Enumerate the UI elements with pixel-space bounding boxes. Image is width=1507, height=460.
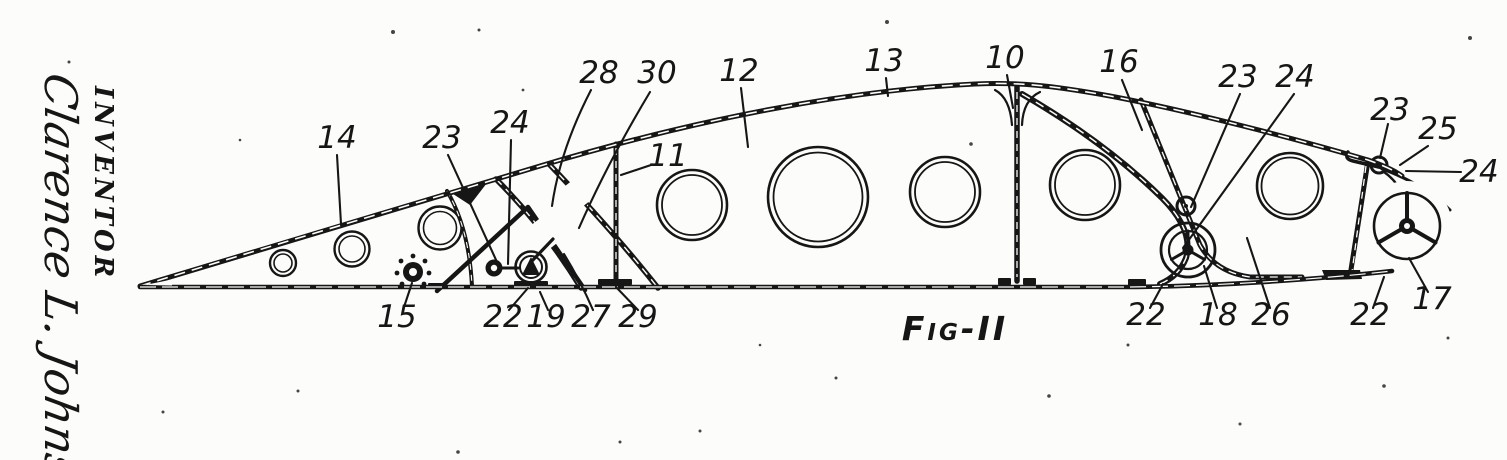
actuator-rod xyxy=(529,237,555,264)
callout-labels: 14 23 24 28 30 12 13 10 16 11 23 24 23 2… xyxy=(317,40,1498,335)
callout-25: 25 xyxy=(1418,111,1457,147)
callout-23-mid: 23 xyxy=(1218,59,1257,95)
figure-label: Fig-II xyxy=(902,309,1008,348)
leader-22-c xyxy=(1371,275,1386,310)
pulley-19 xyxy=(514,250,548,284)
leader-23-left xyxy=(446,153,499,264)
callout-11: 11 xyxy=(648,138,687,174)
callout-15: 15 xyxy=(377,299,416,335)
leader-27 xyxy=(562,252,595,312)
callout-27: 27 xyxy=(571,299,611,335)
leader-29 xyxy=(614,285,640,312)
leader-26 xyxy=(1245,236,1272,310)
callout-24-right: 24 xyxy=(1459,154,1498,190)
callout-12: 12 xyxy=(719,53,758,89)
pulley-18 xyxy=(1159,221,1217,279)
lightening-hole xyxy=(268,248,298,278)
leader-25 xyxy=(1398,144,1430,167)
lightening-hole xyxy=(908,155,982,229)
leader-24-right xyxy=(1404,169,1463,174)
leader-22-b xyxy=(1148,282,1165,310)
roller-22 xyxy=(485,259,503,277)
callout-23-left: 23 xyxy=(422,120,461,156)
callout-13: 13 xyxy=(864,43,903,79)
spar-10-fillet xyxy=(1020,90,1042,127)
leader-12 xyxy=(739,86,750,149)
bottom-clip xyxy=(1128,279,1146,286)
leader-28 xyxy=(550,88,593,208)
callout-26: 26 xyxy=(1251,297,1290,333)
wing-body-fill xyxy=(140,83,1402,288)
lightening-hole xyxy=(1048,148,1122,222)
spar-10-fillet xyxy=(993,88,1014,127)
actuator-box xyxy=(519,177,593,258)
callout-19: 19 xyxy=(526,299,565,335)
leader-16 xyxy=(1120,78,1144,132)
leader-24-mid xyxy=(1181,92,1296,250)
lightening-hole xyxy=(766,145,870,249)
leader-23-mid xyxy=(1189,92,1242,209)
a-frame-support xyxy=(434,204,588,294)
callout-17: 17 xyxy=(1412,281,1452,317)
leading-edge-gap xyxy=(145,279,172,286)
leader-18 xyxy=(1202,264,1219,310)
callout-18: 18 xyxy=(1198,297,1237,333)
lightening-hole xyxy=(655,168,729,242)
callout-24-mid: 24 xyxy=(1275,59,1314,95)
callout-29: 29 xyxy=(618,299,657,335)
leader-22-a xyxy=(507,286,530,312)
lightening-hole xyxy=(333,230,371,268)
leader-10 xyxy=(1005,73,1015,110)
internal-structure xyxy=(268,84,1452,294)
callout-30: 30 xyxy=(637,55,676,91)
pulley-17 xyxy=(1362,181,1452,271)
leader-11 xyxy=(619,163,653,177)
lightening-hole xyxy=(1255,151,1325,221)
callout-28: 28 xyxy=(579,55,618,91)
spar-10-foot xyxy=(998,278,1011,285)
leader-17 xyxy=(1407,256,1430,294)
scan-specks xyxy=(67,20,1472,454)
spar-11-foot xyxy=(598,279,632,285)
leader-15 xyxy=(401,281,414,312)
leader-14 xyxy=(335,153,343,226)
spar-10-foot xyxy=(1023,278,1036,285)
callout-14: 14 xyxy=(317,120,356,156)
leader-lines xyxy=(335,73,1463,312)
roller-23 xyxy=(1175,195,1197,217)
callout-23-right: 23 xyxy=(1370,92,1409,128)
callout-22-c: 22 xyxy=(1350,297,1389,333)
leader-23-right xyxy=(1378,122,1390,160)
callout-24-left: 24 xyxy=(490,105,529,141)
callout-16: 16 xyxy=(1099,44,1138,80)
callout-22-a: 22 xyxy=(483,299,522,335)
leader-24-left xyxy=(506,138,513,266)
leader-19 xyxy=(538,290,550,312)
sprocket-15 xyxy=(394,253,432,287)
leader-13 xyxy=(884,76,890,98)
callout-22-b: 22 xyxy=(1126,297,1165,333)
callout-10: 10 xyxy=(985,40,1024,76)
leader-30 xyxy=(577,90,652,230)
